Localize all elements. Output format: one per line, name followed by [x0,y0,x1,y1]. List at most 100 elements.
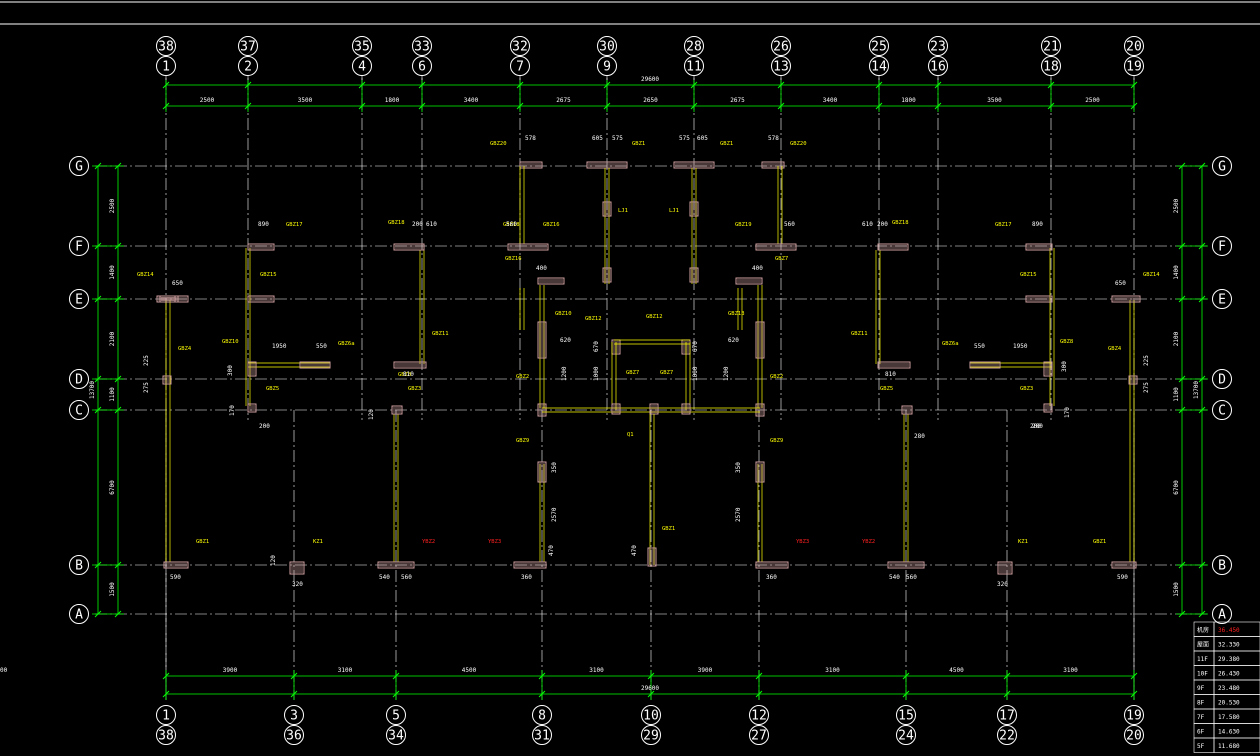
hidden-component-label: YBZ2 [862,539,875,545]
column-fill [539,463,545,481]
dimension-tick [875,102,883,110]
axis-number: 16 [930,60,946,75]
dimension-tick [777,102,785,110]
dimension-tick [755,690,763,698]
dimension-tick [1178,375,1186,383]
column-outline [391,405,403,415]
column-fill [691,203,697,215]
axis-number: A [1218,608,1226,623]
dimension-label: 560 [401,574,412,581]
column-fill [757,563,787,567]
table-floor: 7F [1197,714,1205,721]
column-outline [393,361,427,369]
component-label: GBZ6a [338,341,355,347]
bottom-total-dim: 29600 [641,685,659,692]
dimension-tick [94,375,102,383]
table-floor: 10F [1197,671,1208,678]
component-label: GBZ15 [1020,272,1037,278]
axis-bubble [69,369,89,389]
axis-bubble [1212,555,1232,575]
hidden-component-label: YBZ3 [488,539,501,545]
column-outline [611,403,621,415]
axis-number: 7 [516,60,524,75]
axis-number: 12 [751,709,767,724]
dimension-label-vertical: 1200 [561,366,568,381]
dimension-tick [1178,610,1186,618]
table-elevation: 17.580 [1218,714,1240,721]
bottom-segment-dim: 4500 [949,667,964,674]
dimension-label: 200 [877,221,888,228]
axis-number: 4 [358,60,366,75]
dimension-tick [244,102,252,110]
column-outline [159,295,189,303]
axis-number: 8 [538,709,546,724]
axis-bubble [1124,705,1144,725]
dimension-label-vertical: 225 [1143,355,1150,366]
dimension-tick [94,610,102,618]
dimension-tick [94,162,102,170]
dimension-tick [516,102,524,110]
dimension-tick [114,162,122,170]
axis-number: 38 [158,40,174,55]
column-outline [247,403,257,413]
axis-bubble [156,705,176,725]
table-floor: 6F [1197,729,1205,736]
column-outline [735,277,763,285]
axis-number: 35 [354,40,370,55]
dimension-tick [114,242,122,250]
component-label: GBZ5 [266,386,279,392]
axis-bubble [684,36,704,56]
axis-number: 20 [1126,40,1142,55]
dimension-label: 550 [316,343,327,350]
axis-number: 22 [999,729,1015,744]
component-label: GBZ1 [720,141,733,147]
column-fill [1130,377,1136,383]
column-outline [247,243,275,251]
dimension-label-vertical: 670 [692,341,699,352]
hidden-component-label: YBZ3 [796,539,809,545]
component-label: GBZ20 [490,141,507,147]
axis-bubble [1212,604,1232,624]
table-floor: 屋面 [1197,642,1209,649]
dimension-label-vertical: 275 [143,382,150,393]
axis-bubble [238,36,258,56]
dimension-label: 610 [862,221,873,228]
table-elevation: 11.680 [1218,743,1240,750]
dimension-tick [392,672,400,680]
dimension-label: 550 [974,343,985,350]
column-fill [763,163,783,167]
axis-bubble [69,289,89,309]
column-outline [877,361,911,369]
dimension-tick [875,81,883,89]
column-outline [755,403,765,417]
wall-elements [156,161,1141,575]
axis-bubble [386,725,406,745]
top-segment-dim: 3500 [987,97,1002,104]
dimension-tick [162,81,170,89]
bottom-segment-dim: 3900 [698,667,713,674]
component-label: GBZ10 [222,339,239,345]
axis-number: D [75,373,83,388]
dimension-label: 540 [889,574,900,581]
bottom-segment-dim: 4500 [462,667,477,674]
left-segment-dim: 2500 [109,198,116,213]
top-segment-dim: 3400 [823,97,838,104]
dimension-label: 590 [1117,574,1128,581]
dimension-label: 200 [1030,423,1041,430]
component-label: GBZ3 [1020,386,1033,392]
axis-bubble [749,705,769,725]
component-label: GBZ1 [632,141,645,147]
column-fill [675,163,713,167]
column-fill [1027,245,1051,249]
dimension-tick [1178,561,1186,569]
component-label: GBZ8 [398,372,411,378]
column-outline [513,561,547,569]
dimension-tick [538,672,546,680]
component-label: GBZ18 [503,222,520,228]
axis-bubble [69,156,89,176]
dimension-label-vertical: 1000 [692,366,699,381]
dimension-label: 890 [258,221,269,228]
component-label: LJ1 [669,208,679,214]
top-segment-dim: 2675 [556,97,571,104]
